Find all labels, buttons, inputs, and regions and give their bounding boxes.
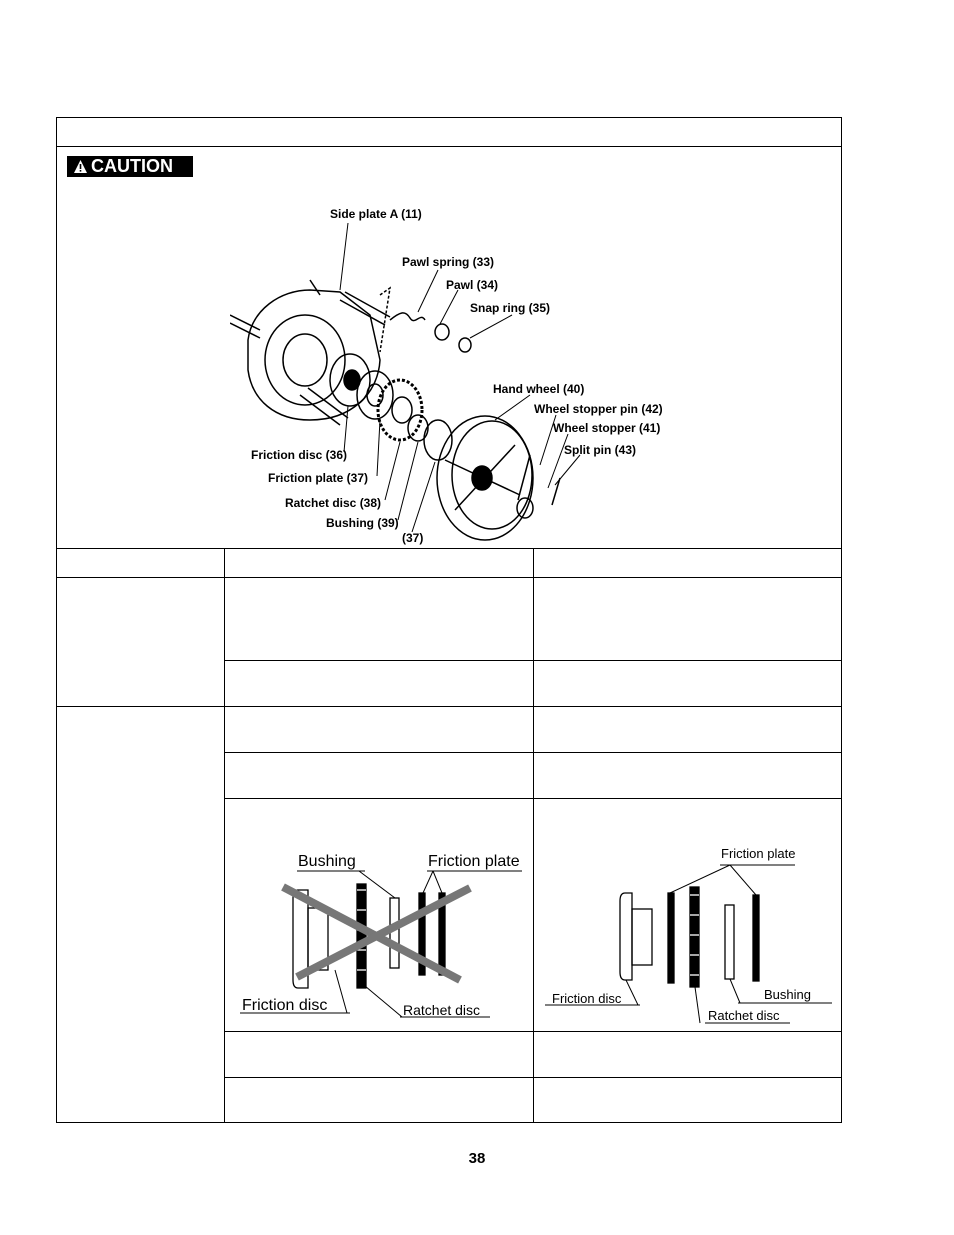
label-snap-ring: Snap ring (35)	[470, 301, 551, 315]
caution-badge: CAUTION	[67, 156, 193, 177]
wrong-label-bushing: Bushing	[298, 853, 356, 870]
label-side-plate: Side plate A (11)	[330, 207, 422, 221]
exploded-view-illustration	[230, 222, 581, 541]
table-divider	[56, 577, 842, 578]
label-ratchet-disc: Ratchet disc (38)	[285, 496, 382, 510]
label-hand-wheel: Hand wheel (40)	[493, 382, 585, 396]
table-divider	[56, 548, 842, 549]
correct-label-ratchet-disc: Ratchet disc	[708, 1008, 780, 1023]
procedure-table	[56, 117, 842, 1123]
label-pawl-spring: Pawl spring (33)	[402, 255, 495, 269]
table-divider	[56, 146, 842, 147]
label-split-pin: Split pin (43)	[564, 443, 636, 457]
caution-label: CAUTION	[91, 156, 173, 176]
table-divider	[56, 706, 842, 707]
label-friction-plate: Friction plate (37)	[268, 471, 369, 485]
page-number: 38	[468, 1150, 486, 1167]
correct-assembly-diagram	[545, 864, 832, 1024]
label-friction-plate-2: (37)	[402, 531, 424, 545]
table-column-divider	[224, 548, 225, 1123]
correct-label-friction-disc: Friction disc	[552, 991, 622, 1006]
side-plate-shape	[247, 289, 381, 421]
warning-triangle-icon	[74, 160, 87, 173]
table-column-divider	[533, 548, 534, 1123]
wrong-label-ratchet-disc: Ratchet disc	[403, 1002, 481, 1018]
correct-label-friction-plate: Friction plate	[721, 846, 796, 861]
wrong-label-friction-disc: Friction disc	[242, 997, 328, 1014]
wrong-assembly-diagram	[240, 870, 522, 1018]
label-pawl: Pawl (34)	[446, 278, 499, 292]
label-bushing: Bushing (39)	[326, 516, 399, 530]
label-wheel-stopper: Wheel stopper (41)	[553, 421, 661, 435]
wrong-label-friction-plate: Friction plate	[428, 853, 520, 870]
label-wheel-stopper-pin: Wheel stopper pin (42)	[534, 402, 663, 416]
label-friction-disc: Friction disc (36)	[251, 448, 348, 462]
correct-label-bushing: Bushing	[764, 987, 811, 1002]
